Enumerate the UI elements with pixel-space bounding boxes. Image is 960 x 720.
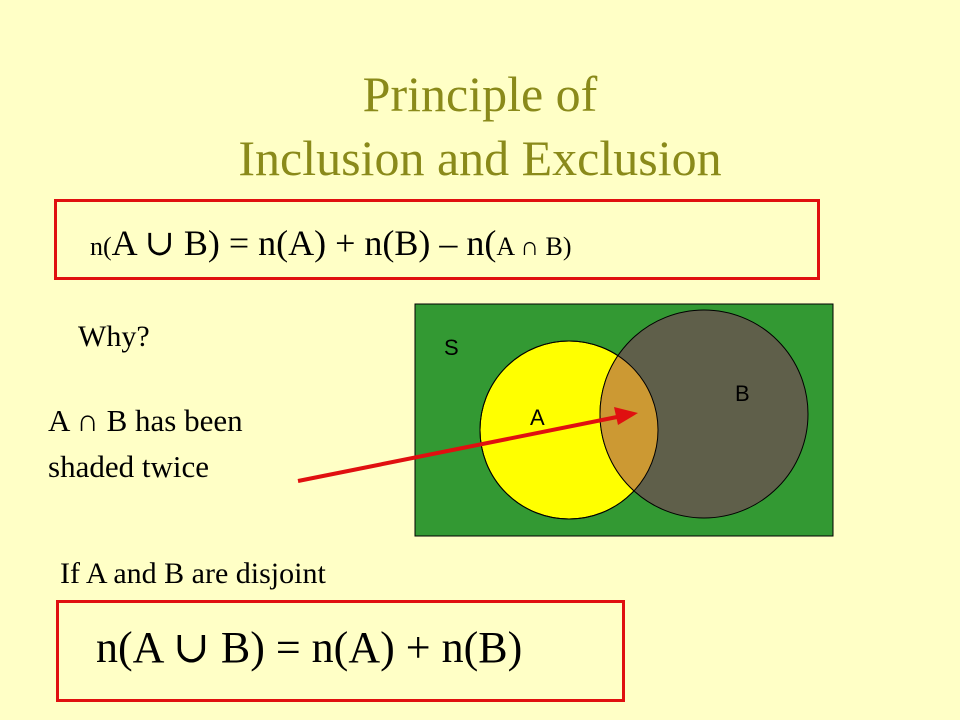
intersection-note: A ∩ B has been shaded twice <box>48 398 243 490</box>
pointer-arrow-head <box>614 407 638 425</box>
formula-main: n(A ∪ B) = n(A) + n(B) – n(A ∩ B) <box>90 222 572 264</box>
formula-main-part2: A ∩ B) <box>496 232 572 261</box>
universe-label: S <box>444 335 459 360</box>
disjoint-caption: If A and B are disjoint <box>60 557 326 590</box>
note-line-1: A ∩ B has been <box>48 403 243 438</box>
why-label: Why? <box>78 320 150 353</box>
title-line-2: Inclusion and Exclusion <box>238 130 722 186</box>
slide-title: Principle of Inclusion and Exclusion <box>0 62 960 190</box>
set-a-label: A <box>530 405 545 430</box>
formula-main-prefix: n( <box>90 232 112 261</box>
formula-main-box <box>54 199 820 280</box>
title-line-1: Principle of <box>362 66 598 122</box>
pointer-arrow-line <box>297 414 623 483</box>
formula-main-part1: A ∪ B) = n(A) + n(B) – n( <box>111 223 497 263</box>
formula-disjoint-box <box>56 600 625 702</box>
formula-disjoint: n(A ∪ B) = n(A) + n(B) <box>96 623 523 672</box>
note-line-2: shaded twice <box>48 449 209 484</box>
set-b-label: B <box>735 381 750 406</box>
set-a-outline <box>479 340 659 520</box>
